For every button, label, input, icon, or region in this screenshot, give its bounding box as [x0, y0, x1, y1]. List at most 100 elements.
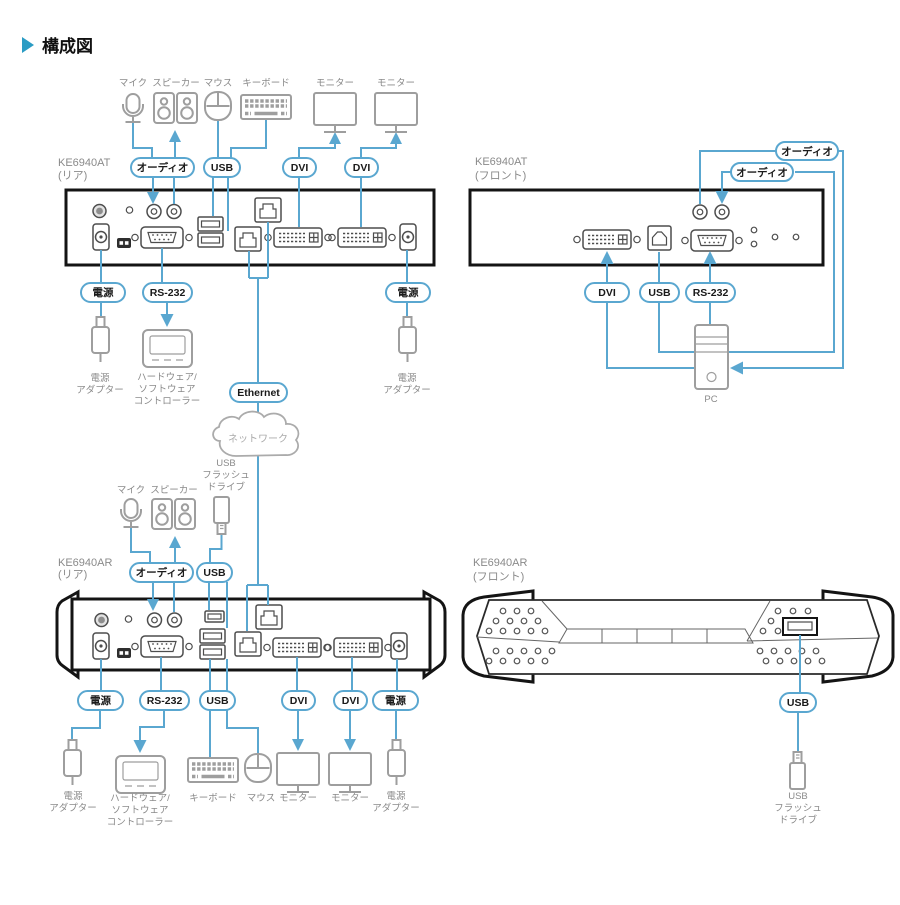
front-button-strip [558, 628, 754, 644]
svg-text:DVI: DVI [353, 162, 371, 174]
svg-text:電源: 電源 [385, 694, 406, 707]
controller-label: コントローラー [134, 396, 201, 407]
usb-flash-label: USB [216, 458, 236, 469]
pill-ethernet: Ethernet [229, 382, 288, 403]
monitor-icon [276, 752, 320, 793]
power-adapter-label: アダプター [372, 802, 420, 814]
svg-text:オーディオ: オーディオ [136, 566, 188, 579]
power-adapter-icon [387, 739, 406, 786]
controller-icon [142, 329, 193, 368]
pc-label: PC [704, 394, 717, 405]
speaker-icon [151, 498, 173, 530]
monitor-label: モニター [377, 78, 415, 89]
power-adapter-label: 電源 [63, 791, 83, 802]
page-title: 構成図 [22, 36, 93, 56]
power-adapter-label: アダプター [49, 802, 97, 814]
svg-text:Ethernet: Ethernet [237, 387, 280, 399]
network-cloud: ネットワーク [212, 410, 300, 457]
device-label: KE6940AT [58, 157, 111, 169]
speaker-label: スピーカー [150, 485, 198, 496]
svg-text:DVI: DVI [342, 695, 360, 707]
device-ke6940ar-rear [55, 589, 447, 680]
front-usb-port [782, 617, 818, 636]
text-labels: KE6940AT (リア) KE6940AT (フロント) KE6940AR (… [49, 78, 822, 828]
device-label: KE6940AT [475, 156, 528, 168]
controller-label: ハードウェア/ [137, 372, 197, 383]
mouse-icon [204, 91, 232, 121]
ground-screw [94, 612, 109, 628]
usb-flash-label: フラッシュ [774, 803, 822, 814]
svg-text:オーディオ: オーディオ [781, 145, 833, 158]
pill-dvi: DVI [281, 690, 316, 711]
keyboard-label: キーボード [242, 78, 290, 89]
svg-text:DVI: DVI [598, 287, 616, 299]
svg-text:USB: USB [203, 567, 226, 579]
network-label: ネットワーク [228, 433, 288, 445]
mouse-label: マウス [204, 78, 233, 89]
controller-label: ソフトウェア [111, 805, 168, 816]
svg-text:DVI: DVI [291, 162, 309, 174]
usb-flash-label: ドライブ [779, 814, 818, 826]
device-label: (フロント) [475, 170, 526, 182]
monitor-icon [313, 92, 357, 133]
device-label: (リア) [58, 170, 87, 182]
audio-jack [166, 203, 182, 220]
usb-port [197, 232, 224, 248]
svg-text:USB: USB [211, 162, 234, 174]
pill-rs232: RS-232 [142, 282, 193, 303]
usb-flash-drive-icon [213, 496, 230, 535]
speaker-label: スピーカー [152, 78, 200, 89]
svg-text:USB: USB [206, 695, 229, 707]
device-label: (フロント) [473, 571, 524, 583]
svg-text:電源: 電源 [398, 286, 419, 299]
pill-usb: USB [196, 562, 233, 583]
usb-port [204, 610, 225, 623]
audio-jack [714, 204, 730, 220]
audio-jack [166, 612, 183, 628]
keyboard-icon [186, 756, 240, 784]
controller-label: ソフトウェア [138, 384, 195, 395]
pill-audio: オーディオ [775, 141, 839, 161]
power-adapter-label: 電源 [90, 373, 110, 384]
usb-port [199, 644, 226, 660]
keyboard-label: キーボード [189, 793, 237, 804]
power-adapter-label: アダプター [76, 384, 124, 396]
pill-audio: オーディオ [130, 157, 195, 178]
mic-label: マイク [117, 485, 145, 496]
device-label: (リア) [58, 569, 87, 581]
svg-text:RS-232: RS-232 [693, 287, 729, 299]
audio-jack [146, 203, 162, 220]
title-text: 構成図 [42, 36, 93, 56]
ke6940at-front-panel [468, 188, 825, 267]
pill-power: 電源 [385, 282, 431, 303]
led-indicator [750, 226, 758, 234]
monitor-label: モニター [331, 793, 369, 804]
title-triangle-icon [22, 37, 34, 53]
mic-icon [120, 498, 142, 528]
controller-icon [115, 755, 166, 794]
lan-port [234, 631, 262, 657]
rs232-port [131, 635, 193, 658]
monitor-icon [328, 752, 372, 793]
svg-text:RS-232: RS-232 [147, 695, 183, 707]
pill-power: 電源 [80, 282, 126, 303]
pill-dvi: DVI [344, 157, 379, 178]
reset-hole [124, 615, 133, 623]
power-adapter-label: 電源 [397, 373, 417, 384]
usb-flash-drive-icon [789, 751, 806, 790]
usb-port [199, 628, 226, 644]
dc-power-port [390, 632, 408, 660]
controller-label: ハードウェア/ [110, 793, 170, 804]
svg-text:電源: 電源 [93, 286, 114, 299]
connection-pills: オーディオ USB DVI DVI 電源 RS-232 電源 Ethernet … [77, 141, 839, 713]
keyboard-icon [239, 93, 293, 121]
speaker-icon [176, 92, 198, 124]
svg-text:USB: USB [787, 697, 810, 709]
ground-screw [92, 203, 107, 219]
dvi-port [262, 637, 332, 658]
pill-dvi: DVI [333, 690, 368, 711]
power-adapter-icon [63, 739, 82, 786]
device-label: KE6940AR [473, 557, 527, 569]
lan-port [254, 197, 282, 223]
